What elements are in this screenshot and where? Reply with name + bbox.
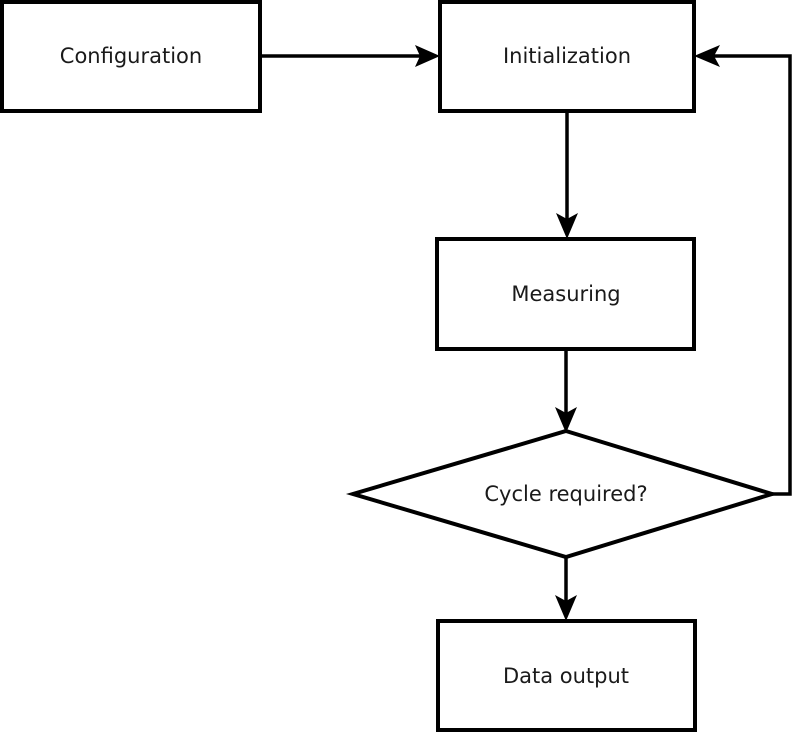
- edge-measuring-to-decision: [555, 349, 577, 433]
- arrowhead-into-decision-top: [555, 407, 577, 433]
- node-configuration[interactable]: Configuration: [0, 0, 262, 113]
- node-initialization[interactable]: Initialization: [438, 0, 696, 113]
- edge-decision-to-initialization-feedback: [694, 45, 792, 496]
- node-initialization-box[interactable]: [438, 0, 696, 113]
- node-decision-diamond[interactable]: [345, 428, 779, 560]
- arrowhead-into-measuring-top: [556, 213, 578, 239]
- node-data-output-box[interactable]: [436, 619, 697, 732]
- node-measuring-box[interactable]: [435, 237, 696, 351]
- arrowhead-into-initialization-left: [415, 45, 440, 67]
- node-data-output-label: Data output: [503, 664, 629, 688]
- edge-decision-to-data-output: [555, 557, 577, 621]
- node-data-output[interactable]: Data output: [436, 619, 697, 732]
- node-configuration-label: Configuration: [60, 44, 202, 68]
- arrowhead-into-initialization-right: [694, 45, 720, 67]
- node-decision-label: Cycle required?: [484, 482, 647, 506]
- node-decision[interactable]: Cycle required?: [345, 428, 779, 560]
- edge-initialization-to-measuring: [556, 111, 578, 239]
- arrowhead-into-data-output-top: [555, 595, 577, 621]
- node-measuring[interactable]: Measuring: [435, 237, 696, 351]
- node-initialization-label: Initialization: [503, 44, 631, 68]
- node-configuration-box[interactable]: [0, 0, 262, 113]
- edge-line-decision-to-initialization-feedback: [706, 54, 792, 496]
- edge-configuration-to-initialization: [261, 45, 440, 67]
- node-measuring-label: Measuring: [511, 282, 620, 306]
